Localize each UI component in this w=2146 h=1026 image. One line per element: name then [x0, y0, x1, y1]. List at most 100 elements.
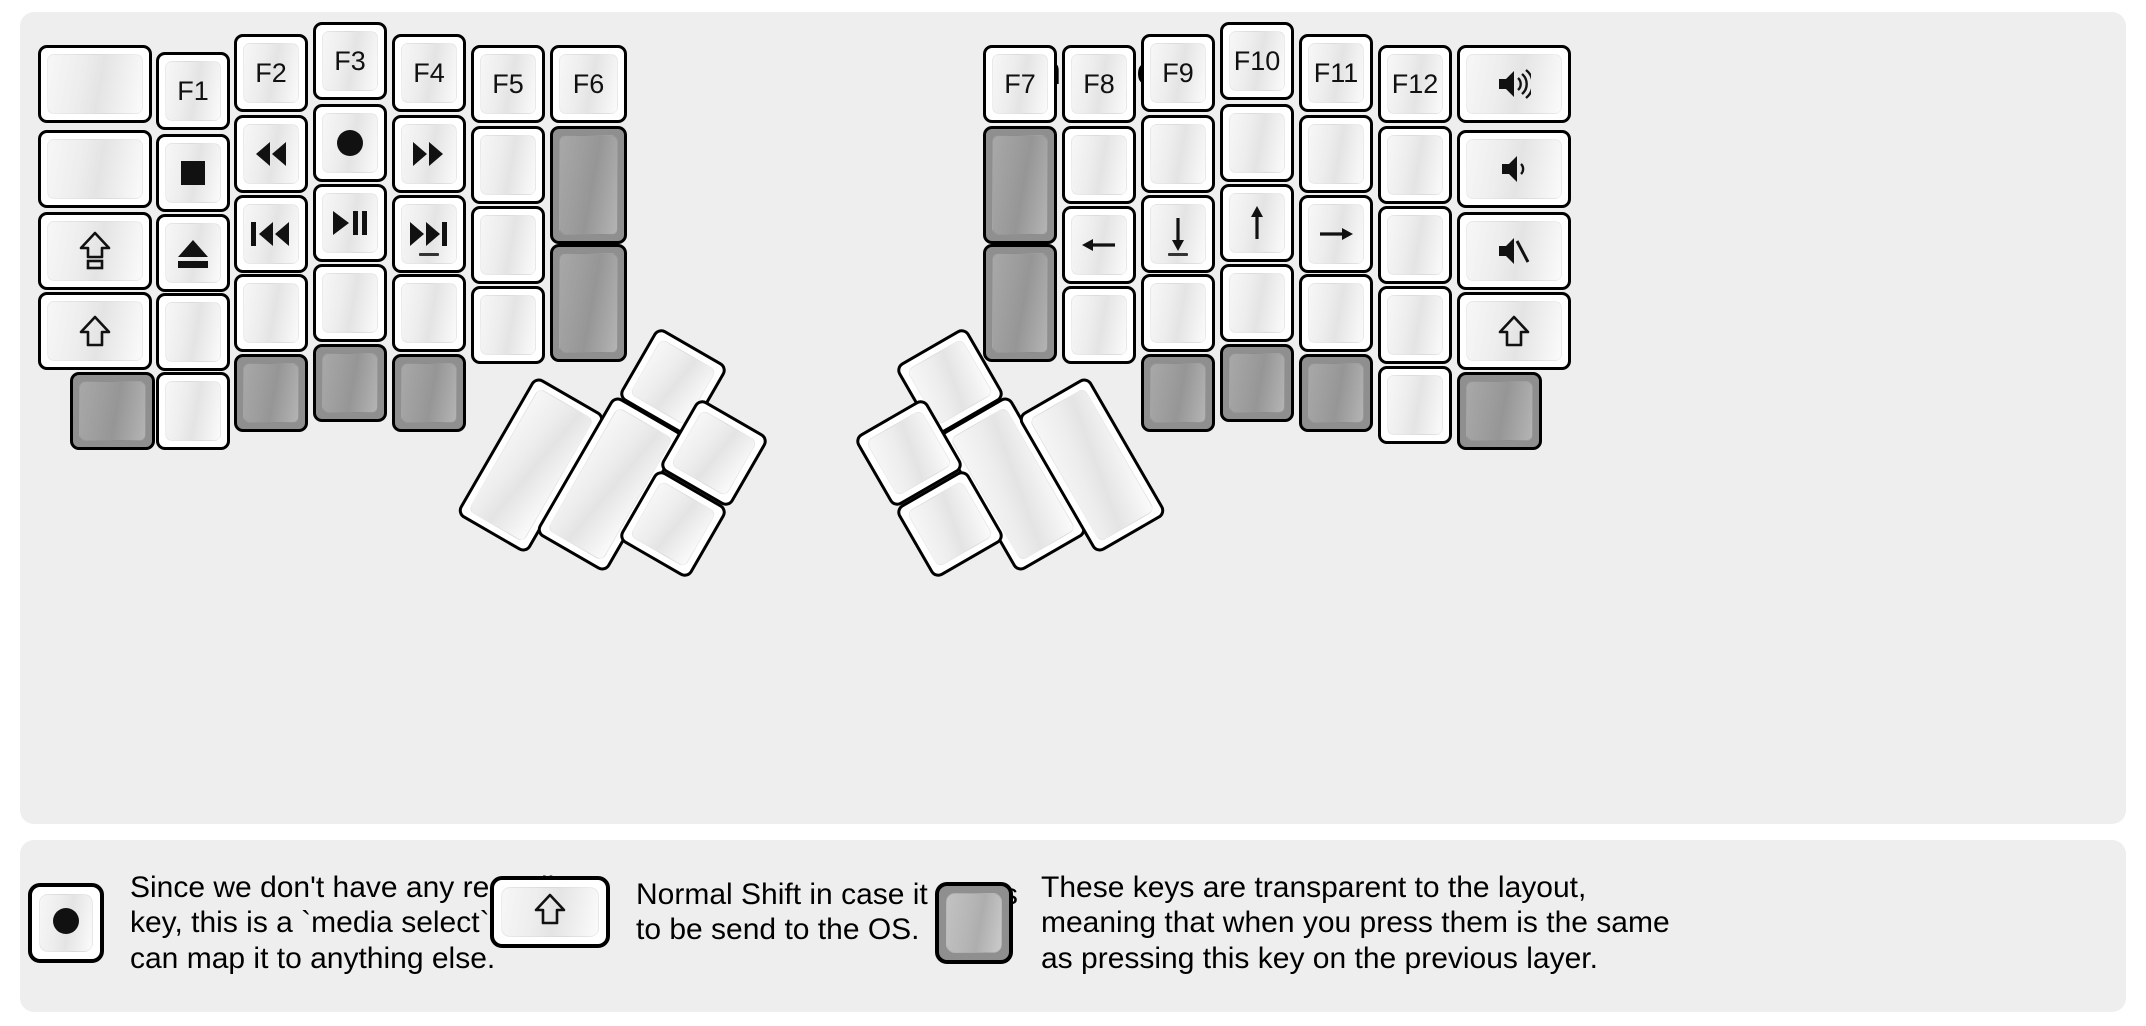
key-r-c4-r4[interactable] [1299, 354, 1373, 432]
key-l-c1-r4[interactable] [156, 372, 230, 450]
key-l-c0-r3[interactable] [38, 292, 152, 370]
key-r-c4-r0[interactable]: F11 [1299, 34, 1373, 112]
key-r-c5-r1[interactable] [1378, 126, 1452, 204]
key-r-c6-r0[interactable] [1457, 45, 1571, 123]
key-l-c4-r4[interactable] [392, 354, 466, 432]
volume-down-icon [1500, 153, 1528, 185]
key-r-c4-r3[interactable] [1299, 274, 1373, 352]
key-l-c6-r0[interactable]: F6 [550, 45, 627, 123]
key-label: F4 [413, 57, 445, 88]
keycap-surface [243, 124, 299, 184]
legend-transparent-key-sample [935, 882, 1013, 965]
key-r-c2-r4[interactable] [1141, 354, 1215, 432]
keycap-surface [1150, 283, 1206, 343]
key-l-c0-r4[interactable] [70, 372, 155, 450]
key-r-c3-r2[interactable] [1220, 184, 1294, 262]
key-r-c1-r1[interactable] [1062, 126, 1136, 204]
key-r-c2-r0[interactable]: F9 [1141, 34, 1215, 112]
key-l-c1-r3[interactable] [156, 293, 230, 371]
key-r-c0-r0[interactable]: F7 [983, 45, 1057, 123]
key-l-c6-r1[interactable] [550, 126, 627, 244]
keycap-surface [480, 135, 536, 195]
keycap-surface [1387, 135, 1443, 195]
key-l-c1-r2[interactable] [156, 214, 230, 292]
keycap-surface [79, 381, 146, 441]
key-l-c0-r2[interactable] [38, 212, 152, 290]
keycap-surface [1466, 381, 1533, 441]
key-r-c4-r2[interactable] [1299, 195, 1373, 273]
key-l-c4-r0[interactable]: F4 [392, 34, 466, 112]
key-l-c2-r4[interactable] [234, 354, 308, 432]
key-l-c4-r3[interactable] [392, 274, 466, 352]
key-l-c4-r2[interactable] [392, 195, 466, 273]
key-l-c0-r1[interactable] [38, 130, 152, 208]
keycap-surface [243, 283, 299, 343]
key-r-c3-r3[interactable] [1220, 264, 1294, 342]
keycap-surface [401, 283, 457, 343]
key-l-c2-r1[interactable] [234, 115, 308, 193]
keycap-surface [243, 363, 299, 423]
key-l-c5-r0[interactable]: F5 [471, 45, 545, 123]
legend-record-key-sample [28, 883, 104, 964]
key-l-c3-r2[interactable] [313, 184, 387, 262]
keycap-surface [1229, 113, 1285, 173]
key-r-c2-r2[interactable] [1141, 195, 1215, 273]
legend-card: Since we don't have any recording key, t… [20, 840, 2126, 1012]
key-l-c3-r0[interactable]: F3 [313, 22, 387, 100]
key-r-c6-r2[interactable] [1457, 212, 1571, 290]
key-l-c2-r0[interactable]: F2 [234, 34, 308, 112]
keycap-surface [47, 139, 143, 199]
arrow-right-icon [1318, 220, 1354, 248]
keycap-surface [1308, 124, 1364, 184]
key-r-c0-r2[interactable] [983, 244, 1057, 362]
eject-icon [175, 236, 211, 270]
key-l-c1-r0[interactable]: F1 [156, 52, 230, 130]
key-label: F3 [334, 45, 366, 76]
key-l-c5-r2[interactable] [471, 206, 545, 284]
key-r-c1-r0[interactable]: F8 [1062, 45, 1136, 123]
key-r-c5-r3[interactable] [1378, 286, 1452, 364]
key-r-c6-r1[interactable] [1457, 130, 1571, 208]
key-l-c2-r2[interactable] [234, 195, 308, 273]
key-label: F8 [1083, 68, 1115, 99]
keycap-surface [1229, 353, 1285, 413]
legend-shift-key-sample [490, 876, 610, 948]
key-r-c3-r0[interactable]: F10 [1220, 22, 1294, 100]
key-l-c1-r1[interactable] [156, 134, 230, 212]
key-r-c1-r3[interactable] [1062, 286, 1136, 364]
fast-forward-icon [411, 140, 447, 168]
key-r-c2-r3[interactable] [1141, 274, 1215, 352]
key-r-c6-r3[interactable] [1457, 292, 1571, 370]
key-l-c5-r1[interactable] [471, 126, 545, 204]
shift-icon [79, 315, 111, 348]
key-r-c0-r1[interactable] [983, 126, 1057, 244]
legend-transparent: These keys are transparent to the layout… [935, 870, 1801, 976]
key-r-c5-r0[interactable]: F12 [1378, 45, 1452, 123]
key-r-c5-r4[interactable] [1378, 366, 1452, 444]
key-l-c4-r1[interactable] [392, 115, 466, 193]
volume-up-icon [1497, 68, 1531, 100]
keycap-surface: F1 [165, 61, 221, 121]
key-r-c5-r2[interactable] [1378, 206, 1452, 284]
keycap-surface [559, 253, 618, 353]
key-l-c3-r1[interactable] [313, 104, 387, 182]
key-l-c2-r3[interactable] [234, 274, 308, 352]
key-r-c6-r4[interactable] [1457, 372, 1542, 450]
key-r-c3-r4[interactable] [1220, 344, 1294, 422]
key-r-c2-r1[interactable] [1141, 115, 1215, 193]
key-r-c4-r1[interactable] [1299, 115, 1373, 193]
key-l-c6-r2[interactable] [550, 244, 627, 362]
key-l-c5-r3[interactable] [471, 286, 545, 364]
legend-transparent-description: These keys are transparent to the layout… [1041, 871, 1670, 975]
key-l-c0-r0[interactable] [38, 45, 152, 123]
record-icon [50, 905, 82, 942]
keycap-surface [1071, 295, 1127, 355]
key-r-c3-r1[interactable] [1220, 104, 1294, 182]
key-l-c3-r3[interactable] [313, 264, 387, 342]
key-r-c1-r2[interactable] [1062, 206, 1136, 284]
arrow-left-icon [1081, 231, 1117, 259]
keycap-surface [165, 223, 221, 283]
key-l-c3-r4[interactable] [313, 344, 387, 422]
